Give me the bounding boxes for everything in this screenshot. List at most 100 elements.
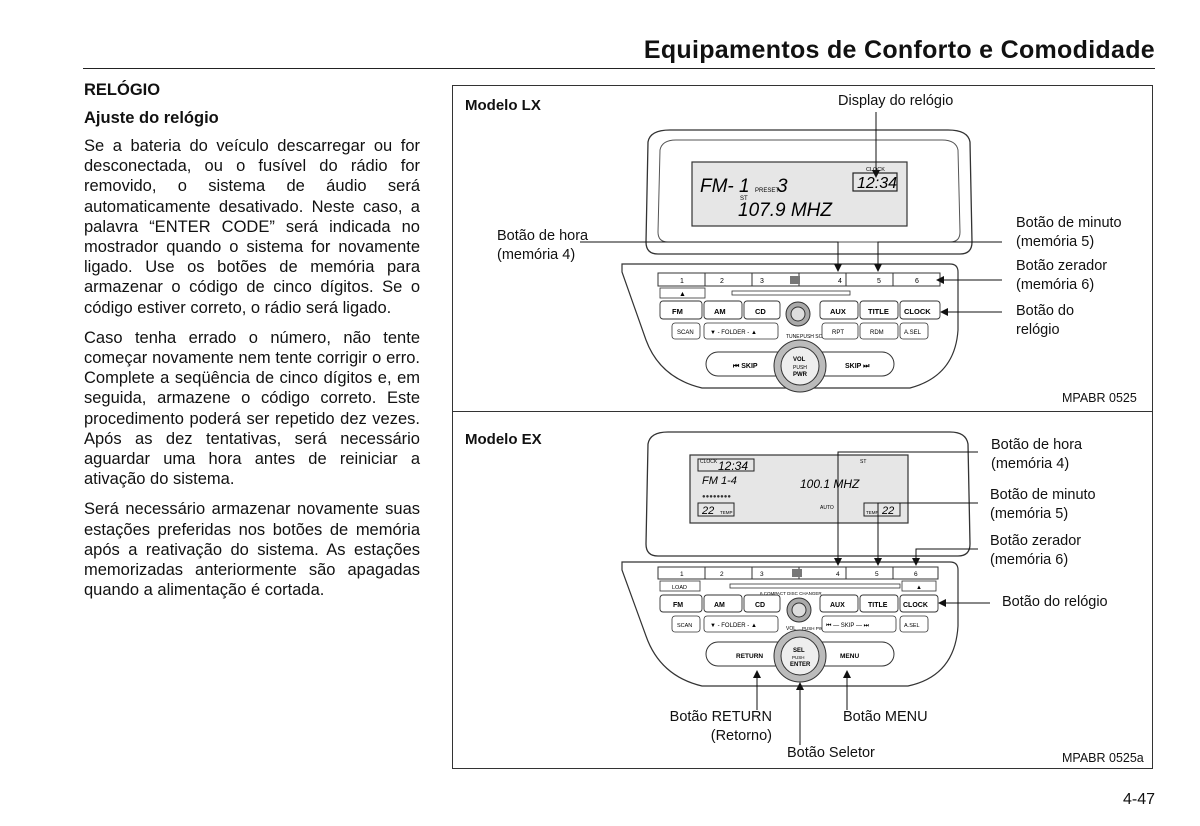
lx-preset-5-button: 5 xyxy=(877,278,881,285)
page-header-title: Equipamentos de Conforto e Comodidade xyxy=(643,36,1155,64)
callout-ex-minute-button: Botão de minuto (memória 5) xyxy=(990,486,1096,524)
lx-display-st: ST xyxy=(740,196,748,202)
ex-title-button: TITLE xyxy=(868,602,888,609)
figure-lx-title: Modelo LX xyxy=(465,97,541,114)
header-rule xyxy=(83,68,1155,69)
text-column: RELÓGIO Ajuste do relógio Se a bateria d… xyxy=(84,81,420,610)
callout-hour-button: Botão de hora (memória 4) xyxy=(497,227,588,265)
lx-eject-button: ▲ xyxy=(679,291,686,298)
ex-cd-button: CD xyxy=(755,602,765,609)
ex-display-temp-right-label: TEMP xyxy=(866,510,879,515)
section-title: RELÓGIO xyxy=(84,81,161,99)
figure-lx-code: MPABR 0525 xyxy=(1062,391,1137,405)
callout-line: Botão de minuto xyxy=(1016,215,1122,231)
ex-changer-label: 6 COMPACT DISC CHANGER xyxy=(760,591,822,596)
figure-divider xyxy=(452,411,1153,412)
ex-preset-4-button: 4 xyxy=(836,571,840,578)
ex-clock-button: CLOCK xyxy=(903,602,928,609)
lx-preset-2-button: 2 xyxy=(720,278,724,285)
callout-line: (memória 5) xyxy=(990,506,1069,522)
lx-folder-button: ▼ - FOLDER - ▲ xyxy=(710,330,757,336)
lx-fm-button: FM xyxy=(672,307,683,316)
lx-aux-button: AUX xyxy=(830,307,846,316)
lx-skip-back-button: ⏮ SKIP xyxy=(733,363,758,370)
ex-preset-1-button: 1 xyxy=(680,571,684,578)
ex-menu-button: MENU xyxy=(840,653,859,660)
lx-push-label: PUSH xyxy=(793,365,807,371)
callout-line: (memória 6) xyxy=(990,552,1069,568)
page-number: 4-47 xyxy=(1122,791,1155,808)
lx-scan-button: SCAN xyxy=(677,330,694,336)
figure-ex-code: MPABR 0525a xyxy=(1062,751,1144,765)
callout-minute-button: Botão de minuto (memória 5) xyxy=(1016,214,1122,252)
lx-display-band: FM- 1 xyxy=(700,176,750,197)
ex-enter-label: ENTER xyxy=(790,662,811,668)
ex-preset-5-button: 5 xyxy=(875,571,879,578)
ex-eject-button: ▲ xyxy=(916,585,922,591)
callout-display-clock: Display do relógio xyxy=(838,93,954,109)
lx-preset-1-button: 1 xyxy=(680,278,684,285)
lx-rdm-button: RDM xyxy=(870,330,884,336)
ex-preset-2-button: 2 xyxy=(720,571,724,578)
ex-preset-3-button: 3 xyxy=(760,571,764,578)
lx-asel-button: A.SEL xyxy=(904,330,922,336)
callout-clock-button: Botão do relógio xyxy=(1016,302,1074,340)
lx-sound-label: PUSH SOUND xyxy=(800,334,834,340)
lx-display-time: 12:34 xyxy=(857,175,897,192)
subsection-title: Ajuste do relógio xyxy=(84,109,219,127)
ex-asel-button: A.SEL xyxy=(904,623,920,629)
ex-display-temp-left-label: TEMP xyxy=(720,510,733,515)
callout-line: Botão de hora xyxy=(497,228,589,244)
figure-ex-title: Modelo EX xyxy=(465,431,542,448)
ex-am-button: AM xyxy=(714,602,725,609)
ex-scan-button: SCAN xyxy=(677,623,692,629)
callout-line: (memória 6) xyxy=(1016,277,1095,293)
lx-clock-button: CLOCK xyxy=(904,307,931,316)
lx-preset-4-button: 4 xyxy=(838,278,842,285)
callout-line: Botão de minuto xyxy=(990,487,1096,503)
callout-reset-button: Botão zerador (memória 6) xyxy=(1016,257,1107,295)
callout-line: Botão zerador xyxy=(1016,258,1108,274)
callout-line: (Retorno) xyxy=(710,728,772,744)
callout-ex-selector-button: Botão Seletor xyxy=(787,745,875,761)
ex-skip-button: ⏮ — SKIP — ⏭ xyxy=(826,623,870,629)
callout-line: (memória 4) xyxy=(497,247,576,263)
paragraph: Será necessário armazenar novamente suas… xyxy=(84,500,420,600)
lx-display-preset-label: PRESET xyxy=(755,188,779,194)
callout-line: Botão do xyxy=(1016,303,1075,319)
callout-ex-clock-button: Botão do relógio xyxy=(1002,594,1108,610)
paragraph: Caso tenha errado o número, não tente co… xyxy=(84,328,420,489)
callout-line: (memória 4) xyxy=(991,456,1070,472)
ex-display-icons-row: ●●●●●●●● xyxy=(702,494,731,500)
ex-folder-button: ▼ - FOLDER - ▲ xyxy=(710,623,757,629)
ex-display-frequency: 100.1 MHZ xyxy=(800,477,860,491)
callout-ex-hour-button: Botão de hora (memória 4) xyxy=(991,436,1082,474)
figure-frame xyxy=(452,85,1153,769)
callout-ex-menu-button: Botão MENU xyxy=(843,709,928,725)
lx-display-frequency: 107.9 MHZ xyxy=(738,200,833,221)
ex-pwr-label: PUSH PWR xyxy=(802,626,827,631)
ex-push-label: PUSH xyxy=(792,655,805,660)
ex-aux-button: AUX xyxy=(830,602,845,609)
lx-am-button: AM xyxy=(714,307,726,316)
callout-line: Botão RETURN xyxy=(669,709,772,725)
lx-display-preset: 3 xyxy=(777,176,788,197)
lx-pwr-label: PWR xyxy=(793,372,808,378)
lx-preset-6-button: 6 xyxy=(915,278,919,285)
callout-line: relógio xyxy=(1016,322,1060,338)
lx-rpt-button: RPT xyxy=(832,330,844,336)
callout-ex-reset-button: Botão zerador (memória 6) xyxy=(990,532,1081,570)
ex-display-st: ST xyxy=(860,459,866,465)
ex-display-time: 12:34 xyxy=(718,459,748,473)
ex-display-auto: AUTO xyxy=(820,505,834,511)
lx-skip-forward-button: SKIP ⏭ xyxy=(845,363,870,370)
ex-display-temp-right: 22 xyxy=(881,505,894,517)
ex-preset-6-button: 6 xyxy=(914,571,918,578)
lx-vol-label: VOL xyxy=(793,357,806,363)
ex-display-temp-left: 22 xyxy=(701,505,714,517)
ex-display-clock-label: CLOCK xyxy=(700,459,718,465)
ex-load-button: LOAD xyxy=(672,585,687,591)
ex-vol-label: VOL xyxy=(786,626,796,632)
